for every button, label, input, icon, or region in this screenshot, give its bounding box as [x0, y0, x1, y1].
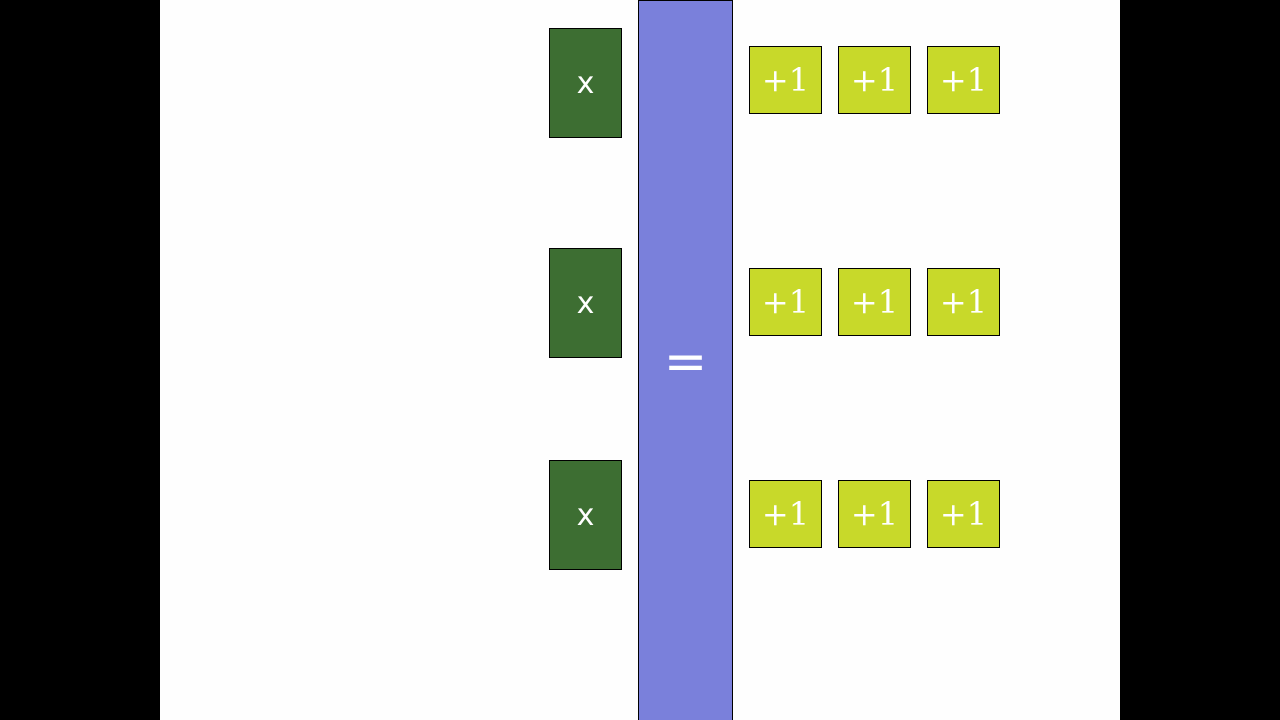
- unit-tile: +1: [927, 268, 1000, 336]
- unit-tile: +1: [927, 46, 1000, 114]
- x-tile: x: [549, 28, 622, 138]
- unit-tile: +1: [838, 46, 911, 114]
- unit-tile: +1: [838, 480, 911, 548]
- unit-tile: +1: [749, 46, 822, 114]
- unit-tile: +1: [838, 268, 911, 336]
- x-tile: x: [549, 248, 622, 358]
- equals-bar: =: [638, 0, 733, 720]
- unit-tile: +1: [749, 268, 822, 336]
- unit-tile: +1: [749, 480, 822, 548]
- x-tile: x: [549, 460, 622, 570]
- unit-tile: +1: [927, 480, 1000, 548]
- slide-canvas: x x x = +1 +1 +1 +1 +1 +1 +1 +1 +1: [160, 0, 1120, 720]
- equals-sign: =: [663, 332, 708, 392]
